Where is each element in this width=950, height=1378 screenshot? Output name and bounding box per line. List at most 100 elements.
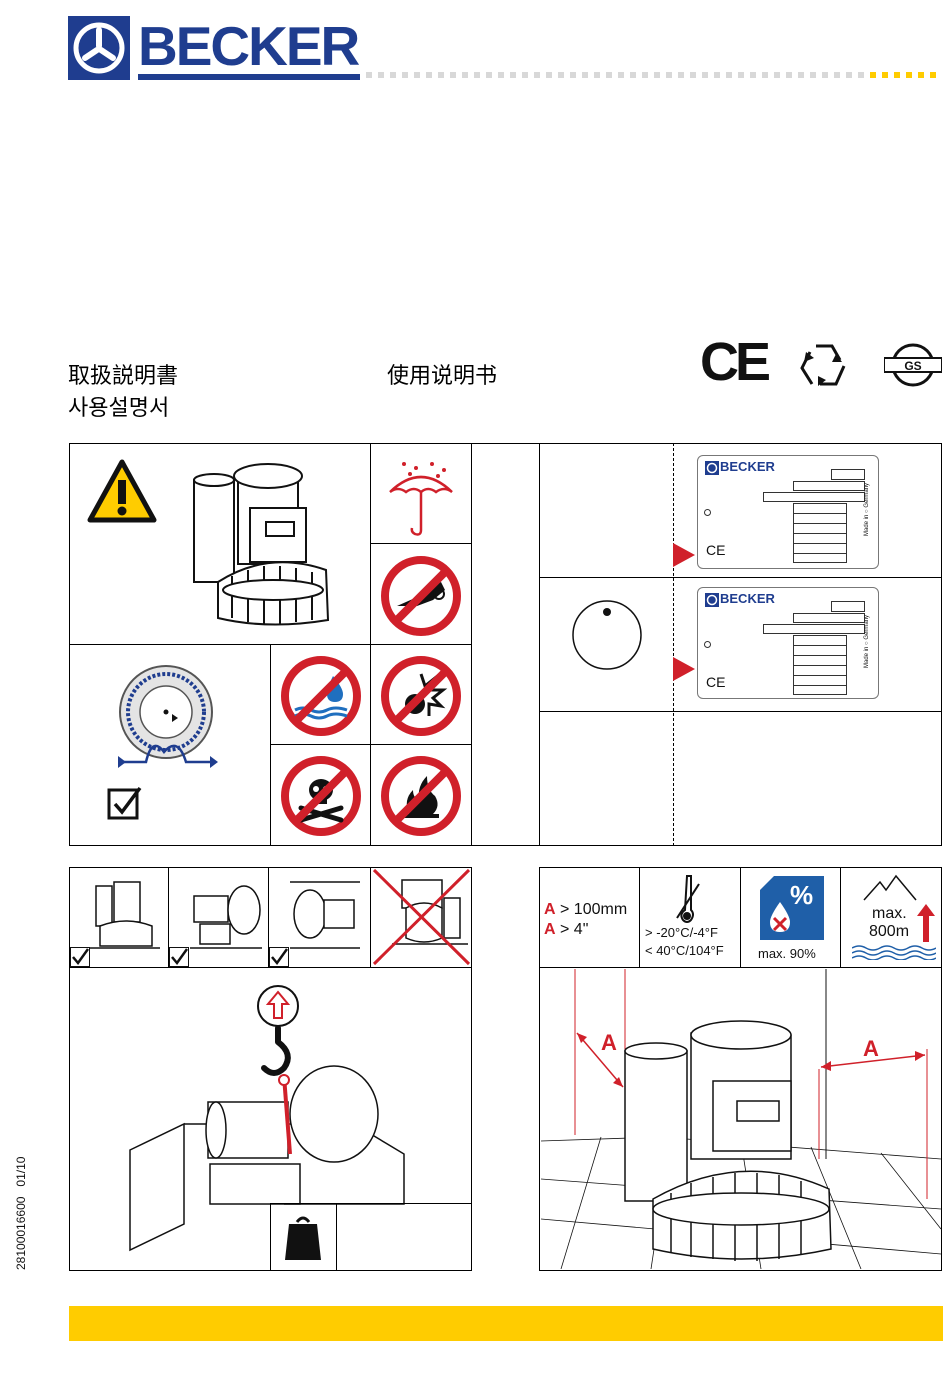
header-dot — [582, 72, 588, 78]
header-dot — [882, 72, 888, 78]
header-dot — [510, 72, 516, 78]
pointer-arrow-icon — [673, 657, 697, 681]
temperature-min: > -20°C/-4°F — [645, 925, 718, 940]
header-dot — [738, 72, 744, 78]
no-explosive-icon — [379, 654, 463, 738]
header-dot — [594, 72, 600, 78]
header-dot — [894, 72, 900, 78]
divider — [69, 644, 471, 645]
header-dot — [666, 72, 672, 78]
nameplate-brand: BECKER — [720, 459, 775, 474]
header-dot — [846, 72, 852, 78]
lifting-illustration — [124, 984, 414, 1268]
nameplate-logo-icon — [705, 593, 719, 607]
sea-level-waves-icon — [852, 944, 936, 960]
divider — [539, 711, 942, 712]
divider — [639, 867, 640, 967]
nameplate-field — [831, 469, 865, 480]
nameplate-rivet — [704, 641, 711, 648]
altitude-max-label: max. — [872, 905, 907, 923]
header-dot — [390, 72, 396, 78]
up-arrow-icon — [917, 904, 935, 942]
divider — [471, 443, 472, 846]
header-dot — [558, 72, 564, 78]
humidity-percent-symbol: % — [790, 880, 813, 911]
header-dot — [702, 72, 708, 78]
made-in-germany: Made in ○ Germany — [864, 615, 870, 668]
header-dot — [786, 72, 792, 78]
thermometer-icon — [675, 874, 701, 924]
installation-clearance-illustration — [541, 969, 941, 1269]
document-number: 28100016600 01/10 — [14, 1157, 28, 1270]
rotation-diagram — [108, 656, 224, 774]
header-dot — [402, 72, 408, 78]
nameplate-top: BECKER CE Made in ○ Germany — [697, 455, 879, 569]
no-toxic-icon — [279, 754, 363, 838]
nameplate-rivet — [704, 509, 711, 516]
header-dot — [726, 72, 732, 78]
divider — [270, 644, 271, 846]
wall-mount-illustration — [290, 876, 360, 956]
temperature-max: < 40°C/104°F — [645, 943, 724, 958]
header-dot — [618, 72, 624, 78]
header-dot — [486, 72, 492, 78]
nameplate-field — [793, 613, 865, 623]
nameplate-bottom: BECKER CE Made in ○ Germany — [697, 587, 879, 699]
check-icon — [169, 947, 189, 967]
header-dot — [498, 72, 504, 78]
header-dot — [798, 72, 804, 78]
header-dot — [570, 72, 576, 78]
no-liquids-icon — [279, 654, 363, 738]
header-dot — [366, 72, 372, 78]
header-dot — [870, 72, 876, 78]
header-dot — [546, 72, 552, 78]
check-icon — [70, 947, 90, 967]
weight-icon — [285, 1214, 321, 1260]
clearance-metric: A > 100mm — [544, 901, 627, 919]
header-dot — [690, 72, 696, 78]
horizontal-mount-illustration — [190, 880, 262, 956]
becker-logo: BECKER — [68, 16, 360, 80]
divider — [270, 744, 471, 745]
header-dot — [438, 72, 444, 78]
logo-underline — [138, 74, 360, 80]
title-japanese: 取扱説明書 — [68, 358, 178, 390]
divider — [270, 1203, 472, 1204]
gs-mark-icon: GS — [884, 342, 942, 388]
keep-dry-umbrella-icon — [386, 458, 456, 538]
header-dot — [834, 72, 840, 78]
header-dot — [462, 72, 468, 78]
upside-down-mount-forbidden-illustration — [372, 868, 471, 966]
header-dot — [762, 72, 768, 78]
mountain-icon — [862, 874, 918, 902]
divider — [539, 967, 942, 968]
divider — [370, 867, 371, 967]
header-dot — [918, 72, 924, 78]
brand-name: BECKER — [138, 16, 358, 76]
nameplate-logo-icon — [705, 461, 719, 475]
footer-bar — [69, 1306, 943, 1341]
check-icon — [269, 947, 289, 967]
becker-logo-icon — [68, 16, 130, 80]
header-dot — [774, 72, 780, 78]
nameplate-fields-grid — [793, 635, 847, 695]
header-dot — [930, 72, 936, 78]
svg-text:GS: GS — [904, 359, 921, 373]
dimension-label-left: A — [601, 1030, 617, 1056]
nameplate-ce: CE — [706, 542, 725, 558]
header-dot — [426, 72, 432, 78]
title-chinese: 使用说明书 — [387, 358, 497, 390]
header-dot — [858, 72, 864, 78]
direction-dial-icon — [570, 598, 644, 672]
no-flammable-icon — [379, 754, 463, 838]
nameplate-field — [831, 601, 865, 612]
header-dot — [450, 72, 456, 78]
divider — [539, 443, 540, 846]
nameplate-brand: BECKER — [720, 591, 775, 606]
nameplate-ce: CE — [706, 674, 725, 690]
header-dot — [534, 72, 540, 78]
header-dot — [414, 72, 420, 78]
divider — [370, 543, 471, 544]
divider — [270, 1203, 271, 1271]
nameplate-field — [793, 481, 865, 491]
